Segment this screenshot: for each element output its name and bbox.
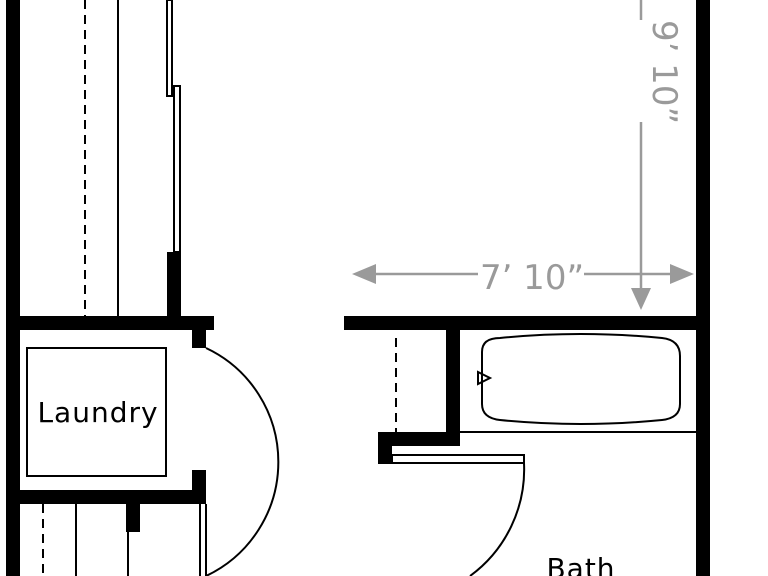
laundry-top-wall-stub (192, 316, 206, 348)
width-dimension-label: 7’ 10” (480, 258, 584, 298)
arrow-left-icon (352, 264, 376, 284)
width-dimension: 7’ 10” (352, 258, 694, 298)
laundry-door (205, 347, 280, 576)
laundry-door-swing-arc (205, 347, 280, 576)
laundry-room: Laundry (26, 347, 167, 477)
depth-dimension-label: 9’ 10” (644, 20, 684, 124)
sliding-door-panel-upper (166, 0, 173, 97)
arrow-down-icon (631, 288, 651, 310)
bath-left-wall (446, 316, 460, 446)
walls (6, 0, 710, 576)
bath-room: Bath (391, 333, 696, 576)
laundry-bottom-wall (6, 490, 206, 504)
right-exterior-wall (696, 0, 710, 576)
laundry-machine (26, 347, 167, 477)
lower-closet (42, 504, 207, 576)
upper-closet (84, 0, 181, 316)
arrow-right-icon (670, 264, 694, 284)
bath-top-wall (344, 316, 710, 330)
laundry-top-wall (6, 316, 214, 330)
lower-closet-post (126, 504, 140, 532)
bath-door-jamb (378, 432, 392, 464)
depth-dimension: 9’ 10” (631, 0, 684, 310)
bath-door-swing-arc (469, 462, 526, 576)
bath-left-wall-return (378, 432, 460, 446)
tub-drain-icon (477, 370, 493, 386)
bathtub (481, 333, 681, 425)
bath-label: Bath (546, 552, 615, 576)
closet-wall-post (167, 252, 181, 322)
laundry-label: Laundry (37, 396, 158, 429)
left-exterior-wall (6, 0, 20, 576)
sliding-door-panel-lower (173, 85, 181, 253)
bath-door-leaf (391, 454, 525, 464)
laundry-bottom-wall-stub (192, 470, 206, 504)
